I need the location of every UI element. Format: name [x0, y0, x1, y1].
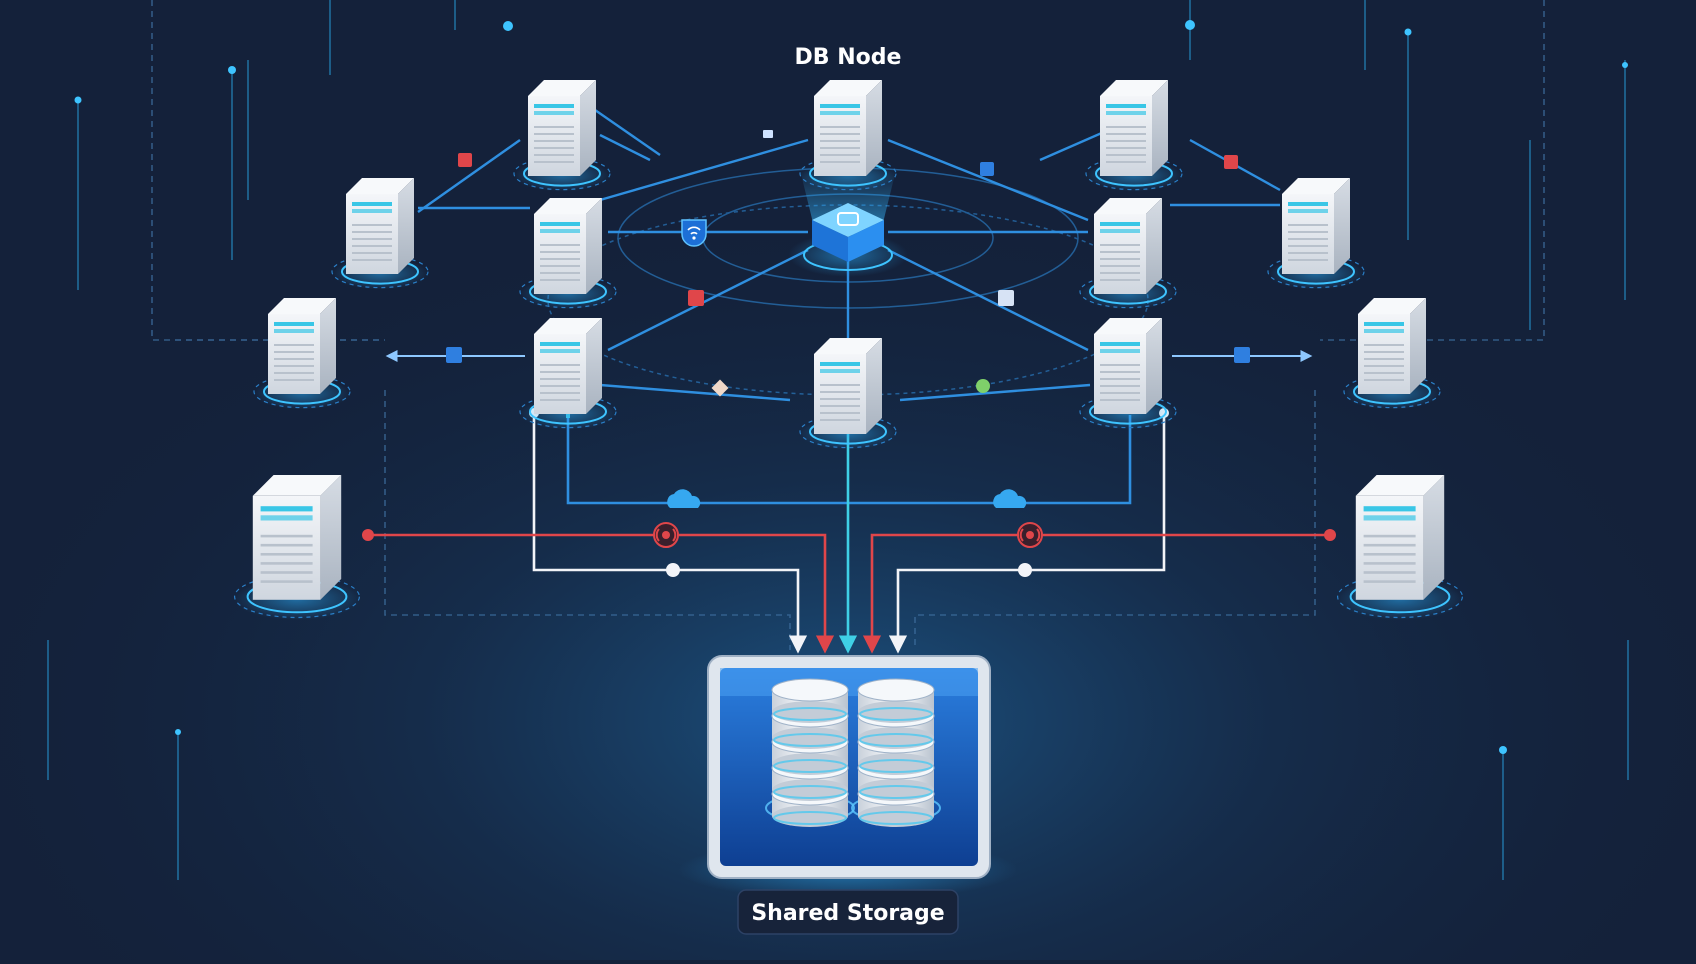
storage-badge — [737, 889, 959, 935]
server-group — [234, 80, 1463, 621]
server-icon — [253, 298, 351, 410]
db-node-label: DB Node — [795, 45, 902, 70]
data-dots — [74, 20, 1628, 754]
server-icon — [234, 475, 361, 621]
signal-icon — [1017, 522, 1043, 548]
server-icon — [1343, 298, 1441, 410]
server-icon — [1079, 318, 1177, 430]
shared-storage: Shared Storage — [678, 655, 1018, 935]
server-icon — [1267, 178, 1365, 290]
data-packet-icons — [446, 130, 1250, 397]
cloud-icon — [993, 489, 1027, 508]
server-icon — [1079, 198, 1177, 310]
server-icon — [1336, 475, 1463, 621]
shared-storage-label: Shared Storage — [751, 901, 944, 926]
wifi-shield-icon — [681, 219, 707, 247]
server-icon — [799, 80, 897, 192]
server-icon — [519, 198, 617, 310]
cloud-icon — [667, 489, 701, 508]
mesh-links — [417, 109, 1281, 402]
server-icon — [799, 338, 897, 450]
signal-icon — [653, 522, 679, 548]
data-streaks — [47, 0, 1629, 880]
server-icon — [519, 318, 617, 430]
database-cylinder-icon — [765, 678, 941, 827]
server-icon — [331, 178, 429, 290]
red-route-nodes — [362, 529, 1336, 541]
server-icon — [1085, 80, 1183, 192]
server-icon — [513, 80, 611, 192]
red-routes — [368, 533, 1330, 654]
